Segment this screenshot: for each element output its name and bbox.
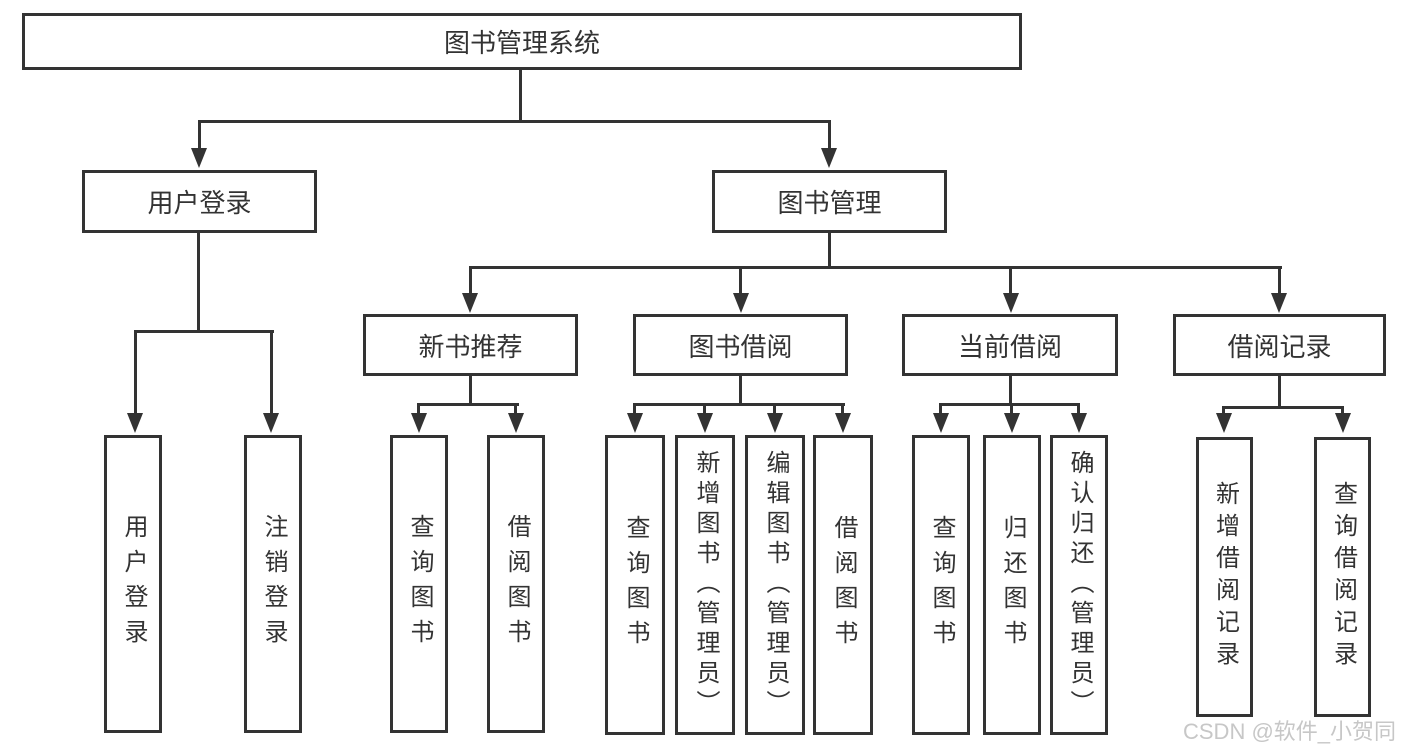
- connector-records-crossbar: [1222, 406, 1344, 409]
- leaf-borrowing-borrow-books: 借阅图书: [813, 435, 873, 735]
- arrowhead-current-confirm: [1071, 413, 1087, 433]
- watermark-text: CSDN @软件_小贺同学: [1183, 719, 1397, 744]
- leaf-add-books-admin: 新增图书（管理员）: [675, 435, 735, 735]
- leaf-borrowing-query-books: 查询图书: [605, 435, 665, 735]
- leaf-logout: 注销登录: [244, 435, 302, 733]
- arrowhead-current-borrowing: [1003, 293, 1019, 313]
- connector-drop-book-borrowing: [739, 266, 742, 295]
- connector-drop-leaf-logout: [270, 330, 273, 415]
- node-library-management-system-label: 图书管理系统: [443, 28, 600, 58]
- connector-drop-current-query: [939, 403, 942, 417]
- arrowhead-borrow-add: [697, 413, 713, 433]
- leaf-new-book-query-books: 查询图书: [390, 435, 448, 733]
- leaf-edit-books-admin: 编辑图书（管理员）: [745, 435, 805, 735]
- connector-book-management-stem: [828, 233, 831, 269]
- connector-current-stem: [1009, 373, 1012, 406]
- arrowhead-book-management: [821, 148, 837, 168]
- connector-drop-borrow-edit: [773, 403, 776, 417]
- leaf-new-book-query-books-label: 查询图书: [406, 514, 433, 654]
- connector-drop-new-book-borrow: [514, 403, 517, 417]
- arrowhead-new-book-recommendation: [462, 293, 478, 313]
- connector-drop-current-return: [1010, 403, 1013, 417]
- connector-root-crossbar: [198, 120, 831, 123]
- arrowhead-borrowing-records: [1271, 293, 1287, 313]
- arrowhead-records-query: [1335, 413, 1351, 433]
- arrowhead-borrow-query: [627, 413, 643, 433]
- node-new-book-recommendation-label: 新书推荐: [418, 331, 523, 362]
- leaf-confirm-return-admin-label: 确认归还（管理员）: [1066, 450, 1093, 720]
- arrowhead-current-return: [1004, 413, 1020, 433]
- connector-drop-borrow-add: [703, 403, 706, 417]
- leaf-borrowing-query-books-label: 查询图书: [622, 515, 649, 655]
- connector-new-book-stem: [469, 373, 472, 406]
- connector-user-login-stem: [197, 233, 200, 333]
- leaf-current-query-books-label: 查询图书: [928, 515, 955, 655]
- arrowhead-records-add: [1216, 413, 1232, 433]
- connector-drop-book-management: [828, 120, 831, 150]
- arrowhead-current-query: [933, 413, 949, 433]
- connector-drop-records-query: [1341, 406, 1344, 417]
- connector-book-borrowing-crossbar: [633, 403, 845, 406]
- node-book-borrowing-label: 图书借阅: [688, 331, 793, 362]
- connector-drop-borrow-query: [633, 403, 636, 417]
- node-book-management: 图书管理: [712, 170, 947, 233]
- leaf-return-books: 归还图书: [983, 435, 1041, 735]
- connector-drop-new-book-recommendation: [469, 266, 472, 295]
- leaf-new-book-borrow-books-label: 借阅图书: [503, 514, 530, 654]
- node-library-management-system: 图书管理系统: [22, 13, 1022, 70]
- connector-drop-borrow-borrow: [841, 403, 844, 417]
- arrowhead-borrow-borrow: [835, 413, 851, 433]
- leaf-add-borrow-record: 新增借阅记录: [1196, 437, 1253, 717]
- connector-drop-user-login: [198, 120, 201, 150]
- node-current-borrowing-label: 当前借阅: [957, 331, 1062, 362]
- node-new-book-recommendation: 新书推荐: [363, 314, 578, 376]
- connector-drop-records-add: [1222, 406, 1225, 417]
- node-current-borrowing: 当前借阅: [902, 314, 1118, 376]
- leaf-borrowing-borrow-books-label: 借阅图书: [830, 515, 857, 655]
- arrowhead-user-login: [191, 148, 207, 168]
- arrowhead-book-borrowing: [733, 293, 749, 313]
- leaf-logout-label: 注销登录: [260, 514, 287, 654]
- connector-book-management-crossbar: [469, 266, 1282, 269]
- node-book-management-label: 图书管理: [777, 188, 882, 218]
- leaf-current-query-books: 查询图书: [912, 435, 970, 735]
- connector-current-crossbar: [939, 403, 1080, 406]
- connector-new-book-crossbar: [417, 403, 519, 406]
- node-user-login-label: 用户登录: [147, 188, 252, 218]
- connector-drop-current-borrowing: [1009, 266, 1012, 295]
- leaf-confirm-return-admin: 确认归还（管理员）: [1050, 435, 1108, 735]
- leaf-return-books-label: 归还图书: [999, 515, 1026, 655]
- connector-drop-borrowing-records: [1278, 266, 1281, 295]
- node-user-login: 用户登录: [82, 170, 317, 233]
- node-book-borrowing: 图书借阅: [633, 314, 848, 376]
- connector-drop-new-book-query: [417, 403, 420, 417]
- arrowhead-new-book-borrow: [508, 413, 524, 433]
- leaf-edit-books-admin-label: 编辑图书（管理员）: [762, 450, 789, 720]
- arrowhead-borrow-edit: [767, 413, 783, 433]
- connector-records-stem: [1278, 373, 1281, 409]
- leaf-user-login-label: 用户登录: [120, 514, 147, 654]
- leaf-add-books-admin-label: 新增图书（管理员）: [692, 450, 719, 720]
- connector-drop-current-confirm: [1077, 403, 1080, 417]
- connector-user-login-crossbar: [134, 330, 274, 333]
- leaf-add-borrow-record-label: 新增借阅记录: [1211, 481, 1239, 673]
- connector-book-borrowing-stem: [739, 373, 742, 406]
- arrowhead-leaf-logout: [263, 413, 279, 433]
- arrowhead-new-book-query: [411, 413, 427, 433]
- node-borrowing-records-label: 借阅记录: [1227, 331, 1332, 362]
- leaf-user-login: 用户登录: [104, 435, 162, 733]
- leaf-new-book-borrow-books: 借阅图书: [487, 435, 545, 733]
- leaf-query-borrow-record: 查询借阅记录: [1314, 437, 1371, 717]
- connector-drop-leaf-user-login: [134, 330, 137, 415]
- arrowhead-leaf-user-login: [127, 413, 143, 433]
- connector-root-stem: [519, 70, 522, 120]
- leaf-query-borrow-record-label: 查询借阅记录: [1329, 481, 1357, 673]
- node-borrowing-records: 借阅记录: [1173, 314, 1386, 376]
